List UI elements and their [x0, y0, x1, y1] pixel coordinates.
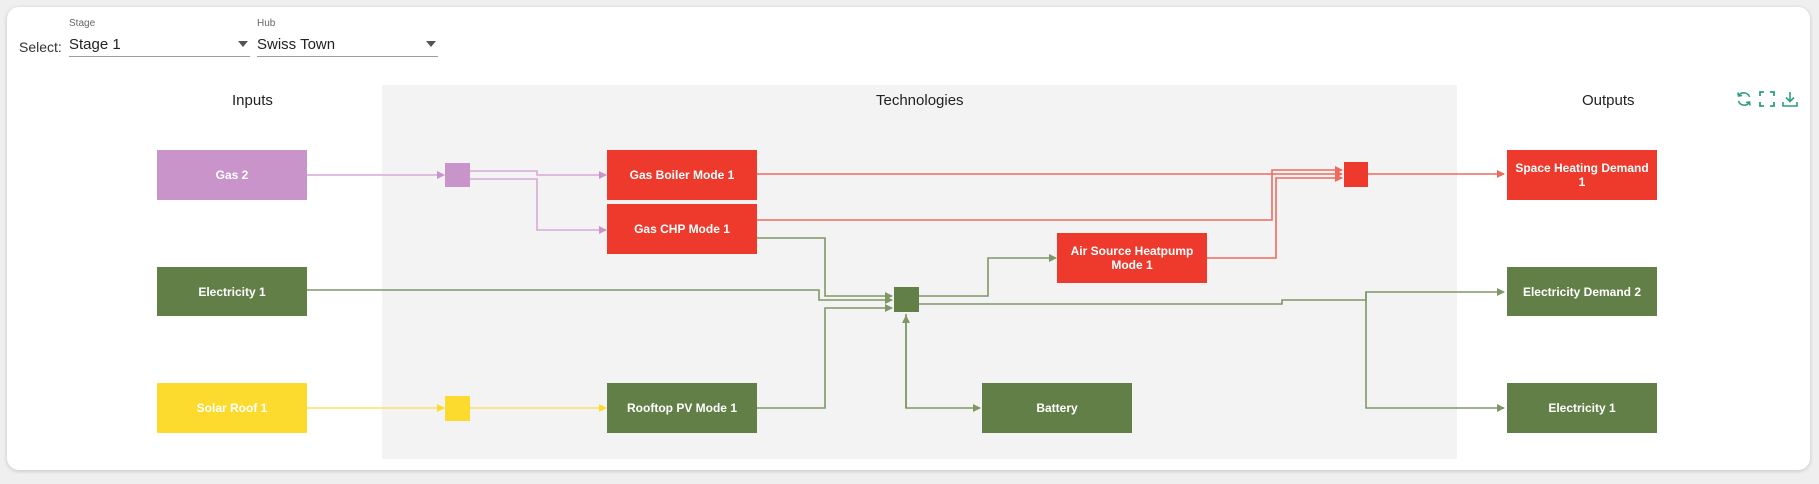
refresh-icon[interactable] [1735, 90, 1753, 108]
stage-select-underline [69, 56, 250, 57]
edge-chp-to-heat-hub [757, 166, 1343, 221]
node-electricity1-output[interactable]: Electricity 1 [1507, 383, 1657, 433]
solar-hub[interactable] [445, 396, 470, 421]
outputs-title: Outputs [1582, 92, 1635, 109]
stage-select-value: Stage 1 [69, 36, 121, 53]
electricity-hub[interactable] [894, 287, 919, 312]
node-air-source-heatpump[interactable]: Air Source Heatpump Mode 1 [1057, 233, 1207, 283]
node-space-heating-demand[interactable]: Space Heating Demand 1 [1507, 150, 1657, 200]
technologies-title: Technologies [876, 92, 964, 109]
edge-chp-to-elec-hub [757, 237, 893, 300]
hub-select[interactable]: Hub Swiss Town [257, 18, 438, 58]
stage-select-label: Stage [69, 18, 96, 29]
hub-select-value: Swiss Town [257, 36, 336, 53]
select-label: Select: [19, 39, 62, 55]
edge-ashp-to-heat-hub [1207, 174, 1343, 259]
gas-hub[interactable] [445, 163, 470, 187]
heat-hub[interactable] [1344, 162, 1368, 187]
edge-elec-hub-to-electricity1 [1365, 292, 1505, 412]
edge-elec-hub-to-outputs [918, 288, 1505, 305]
stage-select[interactable]: Stage Stage 1 [69, 18, 250, 58]
edge-pv-to-elec-hub [757, 304, 893, 409]
node-gas-chp[interactable]: Gas CHP Mode 1 [607, 204, 757, 254]
edge-elec-hub-to-ashp [918, 254, 1057, 297]
fullscreen-icon[interactable] [1758, 90, 1776, 108]
edge-gas-hub-to-chp [470, 178, 607, 234]
edge-gas-hub-to-boiler [470, 170, 607, 179]
edge-battery-link [905, 314, 981, 412]
edge-elec-in-to-elec-hub [307, 289, 893, 304]
node-electricity1-input[interactable]: Electricity 1 [157, 267, 307, 316]
download-icon[interactable] [1781, 90, 1799, 108]
chevron-down-icon[interactable] [426, 41, 436, 47]
node-rooftop-pv[interactable]: Rooftop PV Mode 1 [607, 383, 757, 433]
technologies-area [382, 85, 1457, 459]
node-electricity-demand2[interactable]: Electricity Demand 2 [1507, 267, 1657, 316]
chevron-down-icon[interactable] [238, 41, 248, 47]
hub-select-label: Hub [257, 18, 276, 29]
hub-select-underline [257, 56, 438, 57]
node-gas-boiler[interactable]: Gas Boiler Mode 1 [607, 150, 757, 200]
node-gas2[interactable]: Gas 2 [157, 150, 307, 200]
node-battery[interactable]: Battery [982, 383, 1132, 433]
inputs-title: Inputs [232, 92, 273, 109]
node-solar-roof1[interactable]: Solar Roof 1 [157, 383, 307, 433]
